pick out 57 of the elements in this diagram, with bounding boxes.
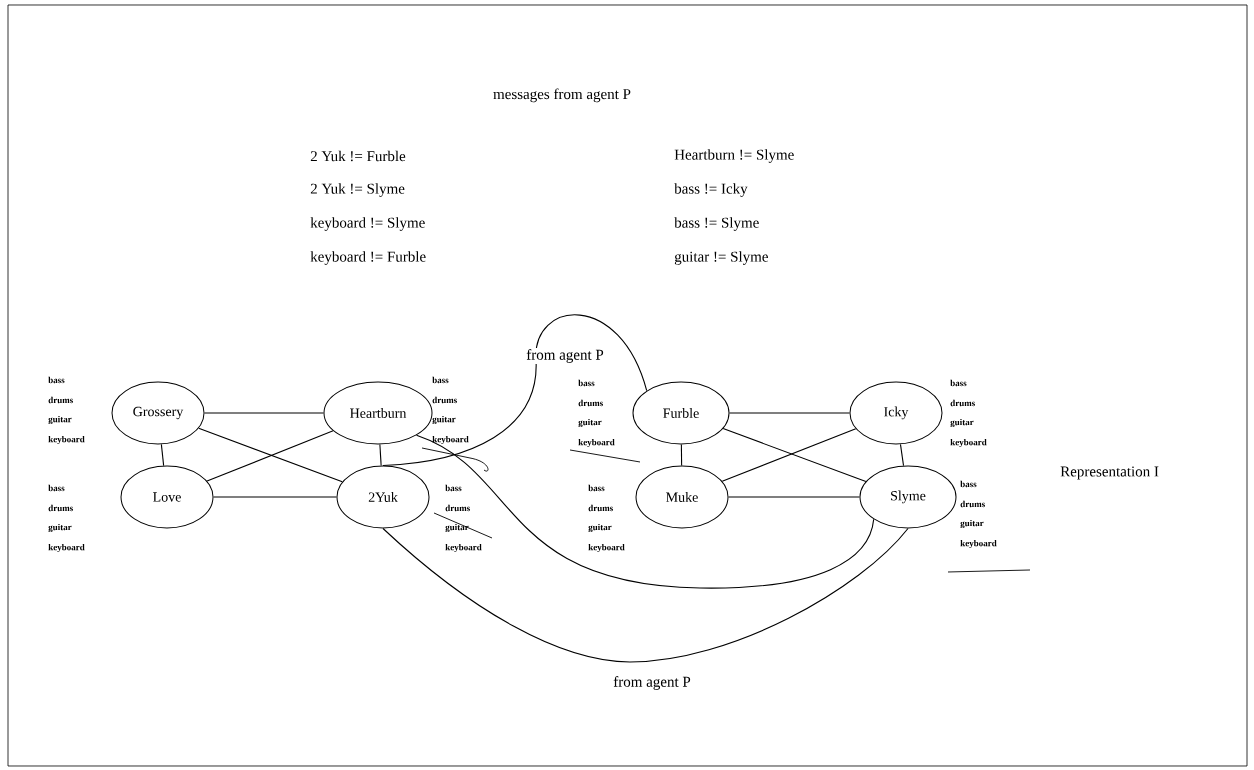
edge-line <box>416 434 875 589</box>
domain-value: keyboard <box>960 539 997 549</box>
domain-value: guitar <box>445 523 469 533</box>
domain-value: keyboard <box>578 438 615 448</box>
title: messages from agent P <box>493 88 631 103</box>
domain-value: keyboard <box>432 435 469 445</box>
edge-line <box>382 314 648 467</box>
domain-value: guitar <box>950 418 974 428</box>
domain-value: guitar <box>588 523 612 533</box>
domain-value: guitar <box>578 418 602 428</box>
domain-value: keyboard <box>48 435 85 445</box>
message-text: Representation I <box>1060 466 1159 480</box>
edge-line <box>680 443 683 467</box>
message-text: keyboard != Furble <box>310 251 426 265</box>
domain-value: drums <box>578 399 603 407</box>
domain-value: guitar <box>48 415 72 425</box>
edge-line <box>206 430 334 482</box>
domain-value: bass <box>950 379 967 387</box>
domain-value: bass <box>588 484 605 492</box>
domain-value: guitar <box>960 519 984 529</box>
edge-label: from agent P <box>613 676 691 690</box>
domain-value: guitar <box>48 523 72 533</box>
domain-value: keyboard <box>950 438 987 448</box>
edge-line <box>382 527 909 663</box>
domain-value: drums <box>950 399 975 407</box>
edge-line <box>379 443 382 467</box>
edge-line <box>727 496 861 498</box>
edge-label: from agent P <box>526 349 604 363</box>
message-text: bass != Icky <box>674 183 748 197</box>
domain-value: bass <box>960 480 977 488</box>
domain-value: bass <box>48 376 65 384</box>
edge-line <box>899 443 905 467</box>
domain-value: guitar <box>432 415 456 425</box>
domain-value: bass <box>445 484 462 492</box>
message-text: guitar != Slyme <box>674 251 768 265</box>
domain-value: drums <box>588 504 613 512</box>
domain-value: bass <box>578 379 595 387</box>
message-text: Heartburn != Slyme <box>674 149 794 163</box>
domain-value: bass <box>48 484 65 492</box>
domain-value: drums <box>445 504 470 512</box>
edge-line <box>203 412 325 414</box>
domain-value: keyboard <box>445 543 482 553</box>
edge-line <box>212 496 338 498</box>
message-text: bass != Slyme <box>674 217 759 231</box>
message-text: keyboard != Slyme <box>310 217 425 231</box>
domain-value: keyboard <box>588 543 625 553</box>
domain-value: keyboard <box>48 543 85 553</box>
edge-line <box>198 427 343 483</box>
domain-value: drums <box>960 500 985 508</box>
message-text: 2 Yuk != Slyme <box>310 183 405 197</box>
domain-value: drums <box>48 396 73 404</box>
domain-value: drums <box>48 504 73 512</box>
message-text: 2 Yuk != Furble <box>310 150 406 162</box>
domain-value: bass <box>432 376 449 384</box>
edge-line <box>160 443 165 467</box>
edge-line <box>728 412 851 414</box>
domain-value: drums <box>432 396 457 404</box>
